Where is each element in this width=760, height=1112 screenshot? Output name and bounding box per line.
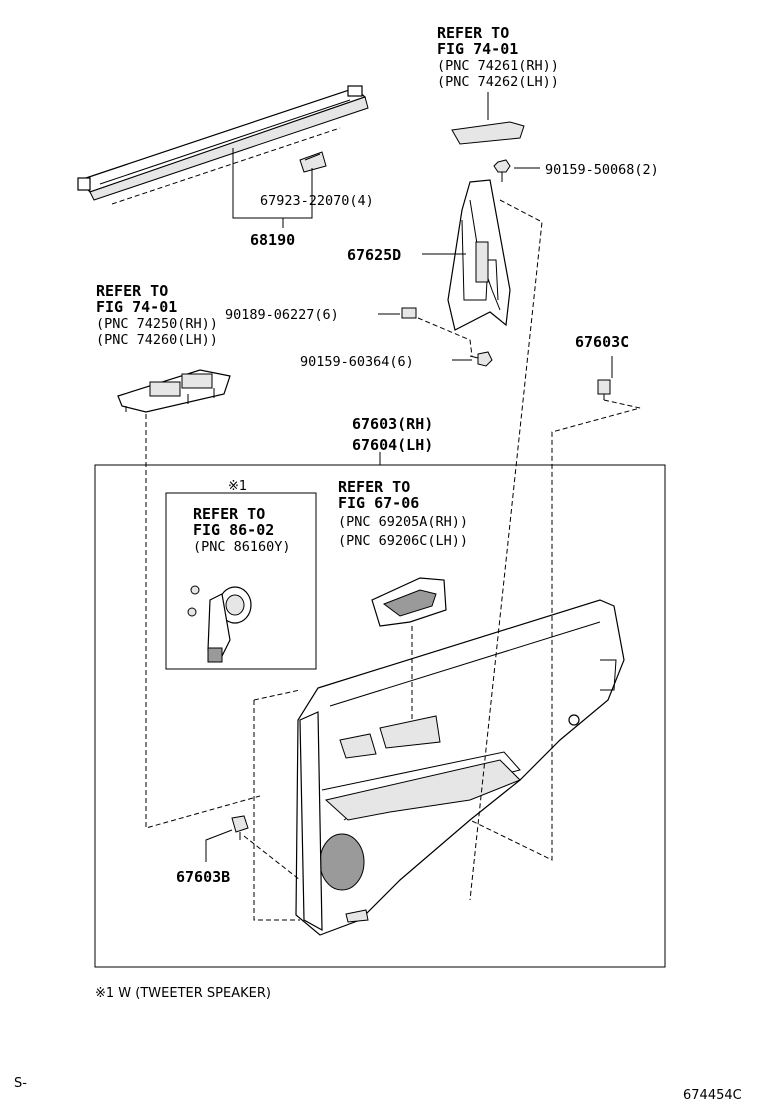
refer-top-line1: REFER TO <box>437 24 509 42</box>
refer-speaker-line1: REFER TO <box>193 505 265 523</box>
refer-speaker-line3: (PNC 86160Y) <box>193 539 291 555</box>
tweeter-speaker <box>187 585 252 663</box>
refer-handle-line4: (PNC 69206C(LH)) <box>338 533 468 549</box>
star-note-marker: ※1 <box>228 479 247 494</box>
corner-left-code: S- <box>14 1076 27 1091</box>
label-67923: 67923-22070(4) <box>260 193 374 209</box>
refer-handle-line1: REFER TO <box>338 478 410 496</box>
refer-handle-line3: (PNC 69205A(RH)) <box>338 514 468 530</box>
label-68190: 68190 <box>250 231 295 249</box>
label-90189: 90189-06227(6) <box>225 307 339 323</box>
nut-90189 <box>401 307 417 319</box>
switch-base <box>117 369 231 413</box>
label-67604-lh: 67604(LH) <box>352 436 433 454</box>
clip-67923 <box>299 151 327 173</box>
refer-left-line3: (PNC 74250(RH)) <box>96 316 218 332</box>
screw-90159-60364 <box>469 351 493 367</box>
bracket-67625d <box>447 179 511 331</box>
cover-piece <box>451 121 525 145</box>
screw-90159-50068 <box>493 159 511 182</box>
refer-top-line4: (PNC 74262(LH)) <box>437 74 559 90</box>
refer-left-line1: REFER TO <box>96 282 168 300</box>
leader-67603b <box>205 829 233 862</box>
assembly-lines <box>145 199 641 921</box>
label-90159-60364: 90159-60364(6) <box>300 354 414 370</box>
footnote: ※1 W (TWEETER SPEAKER) <box>95 986 271 1001</box>
inside-handle <box>371 577 447 627</box>
refer-top-line2: FIG 74-01 <box>437 40 518 58</box>
speaker-subframe <box>165 492 317 670</box>
label-67625d: 67625D <box>347 246 401 264</box>
refer-left-line2: FIG 74-01 <box>96 298 177 316</box>
clip-67603b <box>231 815 249 840</box>
label-67603-rh: 67603(RH) <box>352 415 433 433</box>
leader-68190 <box>232 148 313 219</box>
label-90159-50068: 90159-50068(2) <box>545 162 659 178</box>
refer-handle-line2: FIG 67-06 <box>338 494 419 512</box>
belt-moulding-68190 <box>77 85 369 205</box>
refer-left-line4: (PNC 74260(LH)) <box>96 332 218 348</box>
refer-speaker-line2: FIG 86-02 <box>193 521 274 539</box>
illustration-number: 674454C <box>683 1088 742 1103</box>
label-67603b: 67603B <box>176 868 230 886</box>
refer-top-line3: (PNC 74261(RH)) <box>437 58 559 74</box>
door-trim-panel <box>295 599 625 936</box>
label-67603c: 67603C <box>575 333 629 351</box>
clip-67603c <box>597 379 611 400</box>
